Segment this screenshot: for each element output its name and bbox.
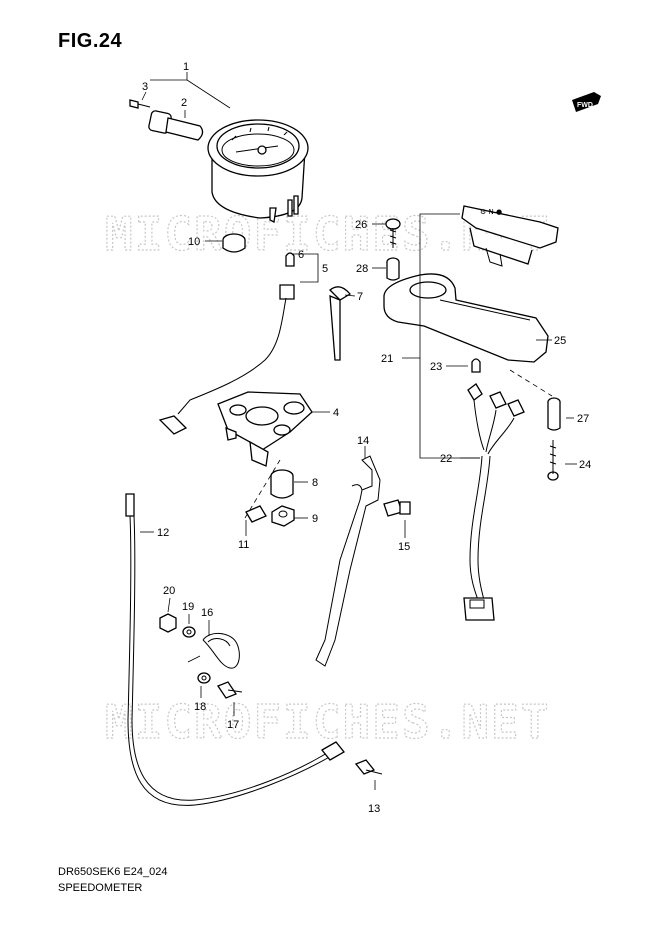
callout-16: 16 [201,607,213,619]
reset-knob-part-2 [148,110,204,141]
callout-12: 12 [157,527,169,539]
callout-9: 9 [312,513,318,525]
figure-title: FIG.24 [58,30,123,52]
cable-clamp-part-16 [202,633,240,669]
callout-7: 7 [357,291,363,303]
leader-lines [140,72,577,790]
indicator-housing-part-21 [383,273,549,363]
callout-3: 3 [142,81,148,93]
bulb-socket-part-5 [158,252,295,435]
callout-22: 22 [440,453,452,465]
wire-band-part-7 [329,286,351,361]
figure-code: DR650SEK6 E24_024 [58,866,168,878]
fwd-label: FWD [577,102,593,109]
callout-18: 18 [194,701,206,713]
fwd-arrow-icon: FWD [572,92,601,112]
callout-6: 6 [298,249,304,261]
washer-part-19 [182,626,196,638]
callout-24: 24 [579,459,591,471]
spacer-part-28 [386,257,400,281]
spacer-part-8 [270,469,294,499]
screw-part-13 [354,759,383,775]
spacer-part-27 [547,397,561,431]
callout-5: 5 [322,263,328,275]
speedometer-cable-part-12 [125,493,345,806]
callout-2: 2 [181,97,187,109]
nut-part-20 [159,613,177,633]
indicator-lens-part-25: ⚙ N ● [461,205,559,267]
callout-8: 8 [312,477,318,489]
screw-part-26 [385,218,401,248]
callout-20: 20 [163,585,175,597]
screw-part-3 [129,99,151,109]
callout-25: 25 [554,335,566,347]
bolt-part-24 [547,440,559,481]
callout-28: 28 [356,263,368,275]
wiring-harness-part-22 [463,383,525,621]
figure-name: SPEEDOMETER [58,882,143,894]
bolt-part-11 [244,459,281,523]
bolt-part-15 [383,499,411,517]
assembly-guide-line [509,369,553,397]
callout-1: 1 [183,61,189,73]
callout-26: 26 [355,219,367,231]
watermark-lower: MICROFICHES.NET [105,695,550,749]
grommet-part-10 [222,233,246,253]
bracket-part-4 [217,391,313,467]
callout-labels: 1 2 3 4 5 6 7 8 9 10 11 12 13 14 15 16 1… [142,61,591,815]
lens-symbols-icon: ⚙ N ● [480,208,502,216]
callout-17: 17 [227,719,239,731]
speedometer-part-1 [207,119,309,223]
callout-21: 21 [381,353,393,365]
callout-4: 4 [333,407,339,419]
screw-part-17 [217,681,243,699]
callout-19: 19 [182,601,194,613]
callout-13: 13 [368,803,380,815]
bulb-part-23 [471,358,481,373]
callout-15: 15 [398,541,410,553]
callout-14: 14 [357,435,369,447]
callout-10: 10 [188,236,200,248]
callout-27: 27 [577,413,589,425]
washer-part-18 [197,672,211,684]
cable-guide-part-14 [315,455,381,667]
callout-11: 11 [238,539,249,551]
callout-23: 23 [430,361,442,373]
nut-part-9 [271,505,295,527]
